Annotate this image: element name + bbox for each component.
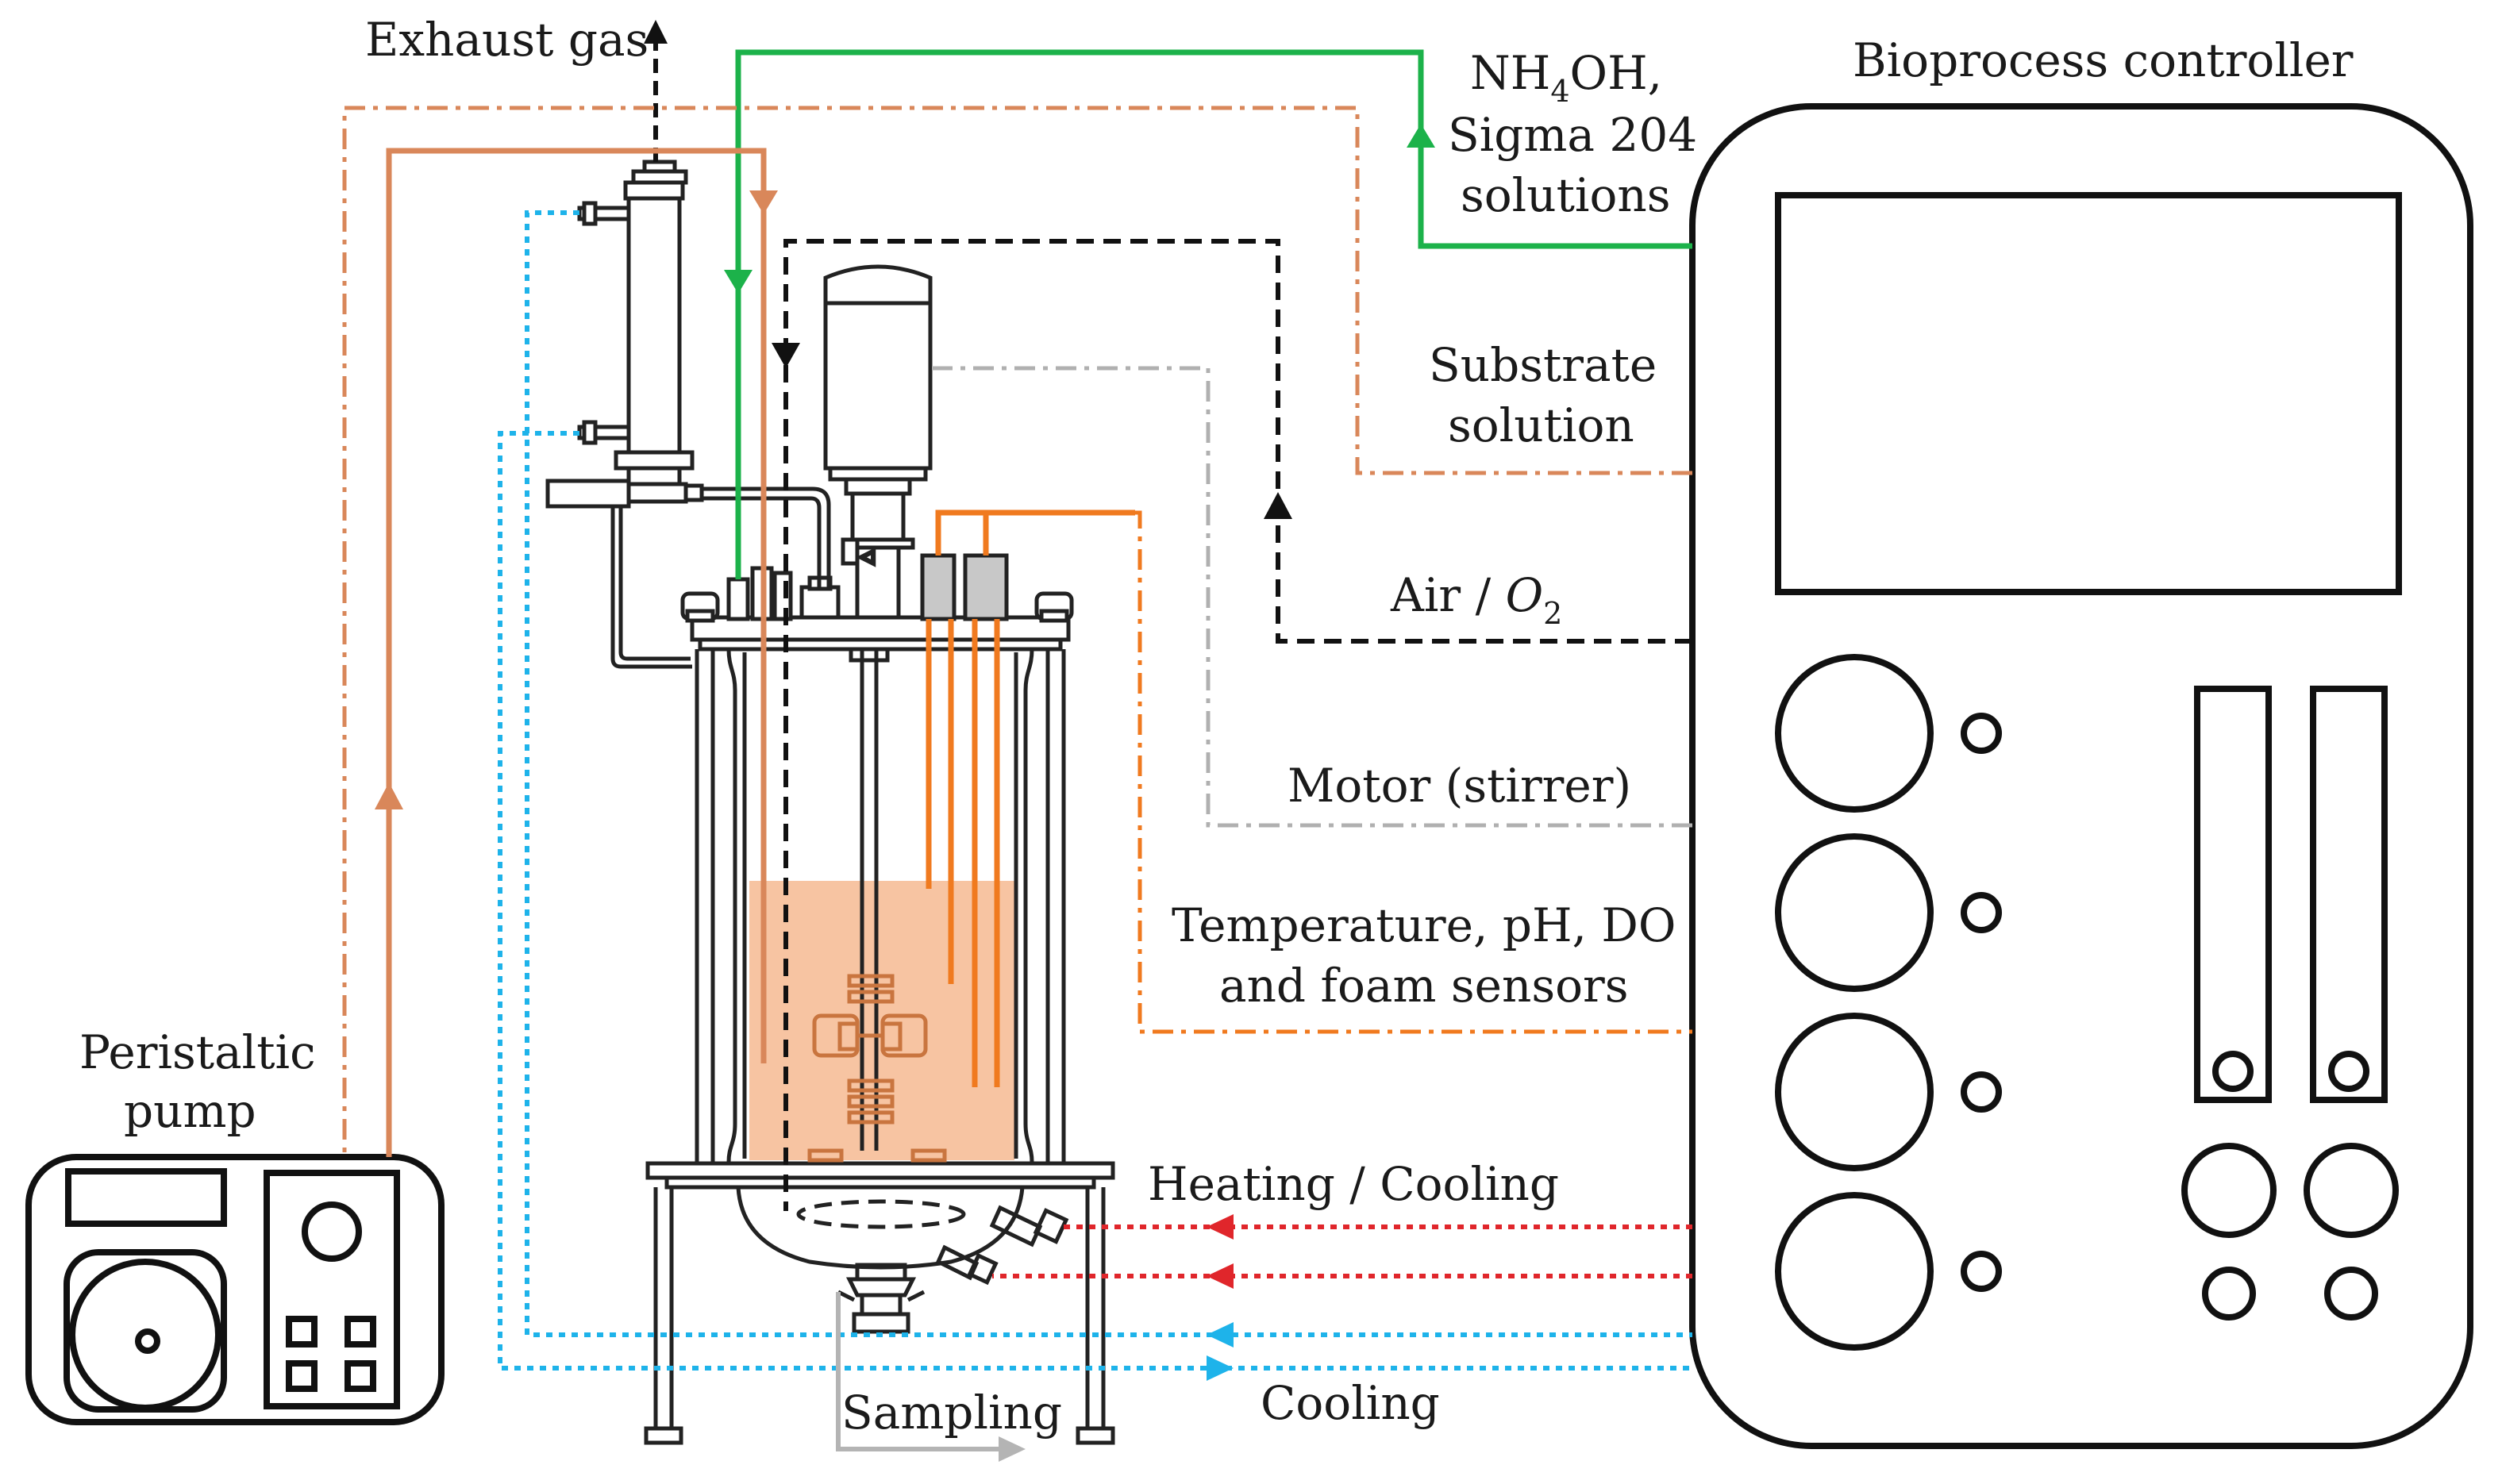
controller-gauge-right [2310,686,2388,1103]
sensors-label-line2: and foam sensors [1219,959,1629,1013]
heating-cooling-line [992,1214,1692,1289]
substrate-label-line1: Substrate [1429,338,1657,392]
impeller [807,974,947,1163]
sensors-label-line1: Temperature, pH, DO [1172,898,1676,952]
bioreactor-vessel [644,615,1115,1445]
condenser-piping [610,486,831,669]
substrate-line [342,106,1692,1157]
controller-gauge-left [2194,686,2272,1103]
controller-dial-3 [1775,1013,1934,1171]
cooling-label: Cooling [1261,1376,1440,1430]
bioprocess-controller [1689,103,2473,1449]
nh4oh-label-line3: solutions [1461,168,1670,222]
controller-dial-1 [1775,654,1934,813]
nh4oh-label-line1: NH4OH, [1470,46,1662,109]
air-o2-label: Air / O2 [1390,568,1562,631]
stirrer-motor: ◁ [823,264,933,620]
pump-label-line2: pump [124,1084,256,1138]
controller-label: Bioprocess controller [1853,33,2354,87]
sensor-line [1135,510,1692,1034]
svg-text:◁: ◁ [860,547,874,567]
exhaust-condenser [545,160,704,509]
sampling-label: Sampling [841,1386,1062,1440]
controller-screen [1775,192,2402,595]
cooling-line [498,210,1692,1381]
heating-cooling-label: Heating / Cooling [1148,1157,1559,1211]
pump-feed-line [375,148,778,1157]
nh4oh-line [724,49,1692,579]
peristaltic-pump [25,1154,445,1425]
nh4oh-label-line2: Sigma 204 [1448,108,1697,162]
motor-line [930,366,1692,828]
sampling-line [836,1292,1026,1462]
motor-label: Motor (stirrer) [1288,759,1631,813]
pump-label-line1: Peristaltic [79,1025,316,1079]
controller-dial-2 [1775,833,1934,992]
air-o2-line [772,239,1692,1211]
sensor-probes [920,509,1135,1087]
substrate-label-line2: solution [1448,398,1634,452]
controller-dial-4 [1775,1192,1934,1351]
exhaust-gas-label: Exhaust gas [365,13,649,67]
